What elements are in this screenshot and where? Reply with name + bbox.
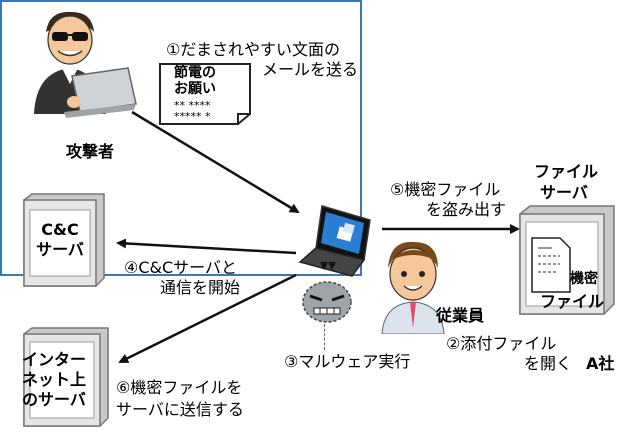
document-icon <box>531 237 571 293</box>
mail-title-line1: 節電の <box>174 65 216 81</box>
step4-line2: 通信を開始 <box>160 278 241 297</box>
step4-line1: ④C&Cサーバと <box>124 258 238 277</box>
internet-server-label: インター ネット上 のサーバ <box>22 350 87 409</box>
arrow-laptop-to-internet-server <box>118 273 297 364</box>
step1-line2: メールを送る <box>262 60 359 79</box>
malware-to-step3-connector <box>324 324 325 350</box>
step6-line1: ⑥機密ファイルを <box>116 378 243 397</box>
server-icon <box>23 193 105 287</box>
file-server-label-line2: サーバ <box>540 183 588 202</box>
step3-label: ③マルウェア実行 <box>284 352 411 371</box>
employee-icon <box>381 241 445 334</box>
step2-line2: を開く <box>524 354 573 373</box>
phishing-mail: 節電の お願い ** **** ***** * <box>158 62 254 126</box>
step5-line2: を盗み出す <box>426 200 507 219</box>
company-label: A社 <box>586 354 615 373</box>
attacker-label: 攻撃者 <box>66 142 115 161</box>
attacker-icon <box>34 11 137 118</box>
step1-line1: ①だまされやすい文面の <box>166 40 341 59</box>
mail-mask-line2: ***** * <box>174 110 211 123</box>
step6-line2: サーバに送信する <box>116 400 244 419</box>
file-server-label-line1: ファイル <box>534 162 599 181</box>
server-icon <box>23 327 109 427</box>
secret-file-label-line1: 機密 <box>570 271 598 287</box>
step5-line1: ⑤機密ファイル <box>390 180 501 199</box>
mail-mask-line1: ** **** <box>174 99 211 112</box>
arrow-attacker-to-laptop <box>131 110 300 214</box>
cc-server-label: C&C サーバ <box>36 220 84 259</box>
laptop-icon <box>298 205 371 277</box>
malware-icon <box>302 281 352 323</box>
mail-icon <box>159 63 251 125</box>
step2-line1: ②添付ファイル <box>446 334 557 353</box>
mail-title-line2: お願い <box>174 81 216 97</box>
arrow-laptop-to-cc-server <box>116 238 297 255</box>
secret-file-label-line2: ファイル <box>540 292 605 311</box>
employee-label: 従業員 <box>436 306 485 325</box>
